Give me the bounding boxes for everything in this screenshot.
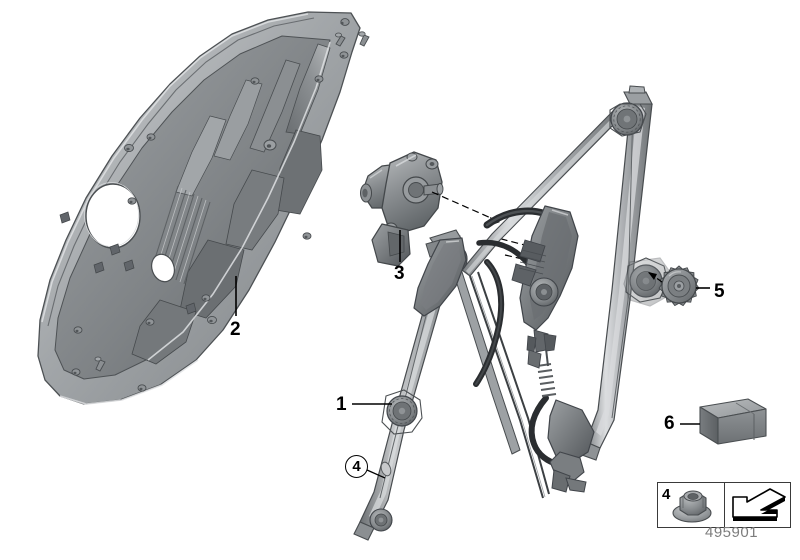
legend-cell-fastener: 4 <box>658 483 724 527</box>
legend-box: 4 <box>657 482 791 528</box>
drawing-number: 495901 <box>705 524 759 541</box>
panel-seal-clips <box>59 211 197 315</box>
panel-locator-pins <box>94 31 370 372</box>
flange-nut-icon <box>672 490 712 523</box>
window-glass-carrier <box>511 205 579 353</box>
drive-gear-pinion[interactable] <box>658 265 700 307</box>
cable-spring-coil <box>536 363 557 397</box>
bent-arrow-icon <box>732 488 786 521</box>
leader-4 <box>366 469 386 479</box>
callout-label-6: 6 <box>664 413 675 434</box>
callout-label-3: 3 <box>394 263 405 284</box>
callout-label-5: 5 <box>714 281 725 302</box>
regulator-lower-rear-bracket <box>547 399 595 493</box>
regulator-lower-front-bracket <box>413 237 467 317</box>
legend-fastener-number: 4 <box>662 486 671 503</box>
callout-label-2: 2 <box>230 319 241 340</box>
callout-label-4-circled: 4 <box>345 455 368 478</box>
window-regulator-assembly[interactable] <box>353 85 671 541</box>
legend-cell-direction-arrow <box>724 483 790 527</box>
callout-leader-lines <box>235 230 710 479</box>
callout-label-1: 1 <box>336 394 347 415</box>
door-carrier-panel[interactable] <box>37 11 370 405</box>
regulator-cables <box>469 271 550 499</box>
bowden-cable-sheath-rear <box>528 395 561 467</box>
assembly-leader-gear <box>647 271 663 283</box>
panel-mounting-points <box>71 18 350 392</box>
grease-block[interactable] <box>699 398 767 445</box>
